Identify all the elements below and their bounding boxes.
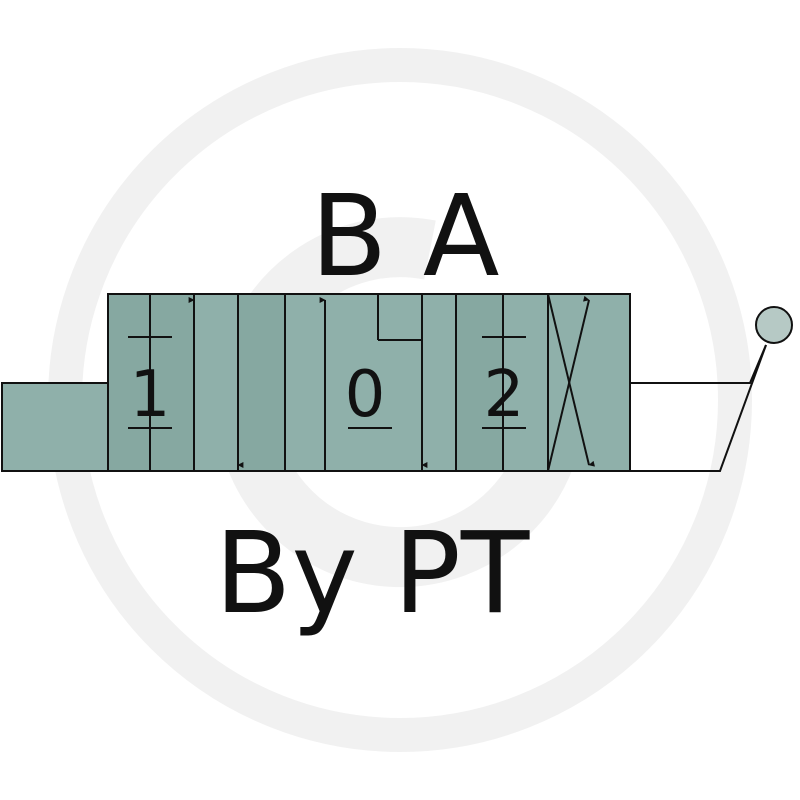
flow-arrows (188, 293, 595, 472)
hand-lever-icon (630, 306, 793, 472)
top-ports-label: B A (310, 172, 499, 302)
valve-body: 1 0 2 (107, 293, 631, 472)
position-1-label: 1 (130, 358, 171, 432)
position-2-label: 2 (484, 358, 525, 432)
position-0-label: 0 (345, 358, 386, 432)
spring-block (1, 382, 109, 472)
bottom-ports-label: By PT (215, 509, 530, 639)
